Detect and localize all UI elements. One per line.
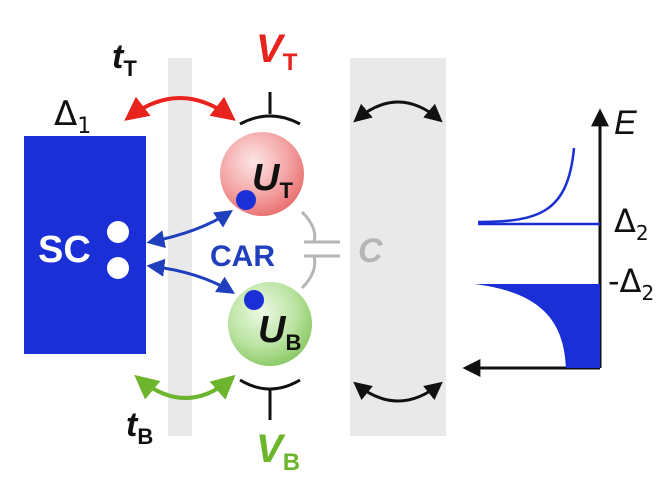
bottom-lead-tunnel-arrow <box>353 381 443 403</box>
sc-gap-label: Δ1 <box>54 94 91 139</box>
top-gate-voltage-label: VT <box>256 27 298 76</box>
energy-axis-label: E <box>614 104 637 142</box>
cooper-pair-electron-lower <box>107 257 129 279</box>
energy-dos-plot: E Δ2 -Δ2 <box>462 104 654 377</box>
left-tunnel-barrier <box>168 58 192 436</box>
car-label: CAR <box>210 240 275 273</box>
bottom-tunnel-arrow <box>134 374 236 400</box>
car-arrow-lower <box>146 258 236 294</box>
interdot-capacitor <box>300 210 340 290</box>
capacitance-label: C <box>358 232 383 270</box>
positive-gap-label: Δ2 <box>614 202 649 245</box>
car-arrow-upper <box>146 210 233 248</box>
top-dot-electron <box>236 190 256 210</box>
bottom-dot-charging-energy-label: UB <box>258 309 301 355</box>
top-tunnel-arrow <box>124 96 236 121</box>
cooper-pair-electron-upper <box>107 221 129 243</box>
lower-filled-dos <box>474 284 600 368</box>
upper-coherence-peak <box>477 147 576 224</box>
bottom-gate-voltage-label: VB <box>256 427 300 476</box>
top-tunnel-coupling-label: tT <box>112 38 137 81</box>
top-lead-tunnel-arrow <box>353 100 443 123</box>
bottom-dot-electron <box>244 290 264 310</box>
sc-label: SC <box>38 229 91 271</box>
negative-gap-label: -Δ2 <box>608 262 654 305</box>
top-gate-electrode <box>239 92 301 126</box>
bottom-tunnel-coupling-label: tB <box>126 406 153 449</box>
bottom-gate-electrode <box>239 378 301 420</box>
superconductor-block <box>24 136 146 354</box>
top-dot-charging-energy-label: UT <box>252 157 293 203</box>
